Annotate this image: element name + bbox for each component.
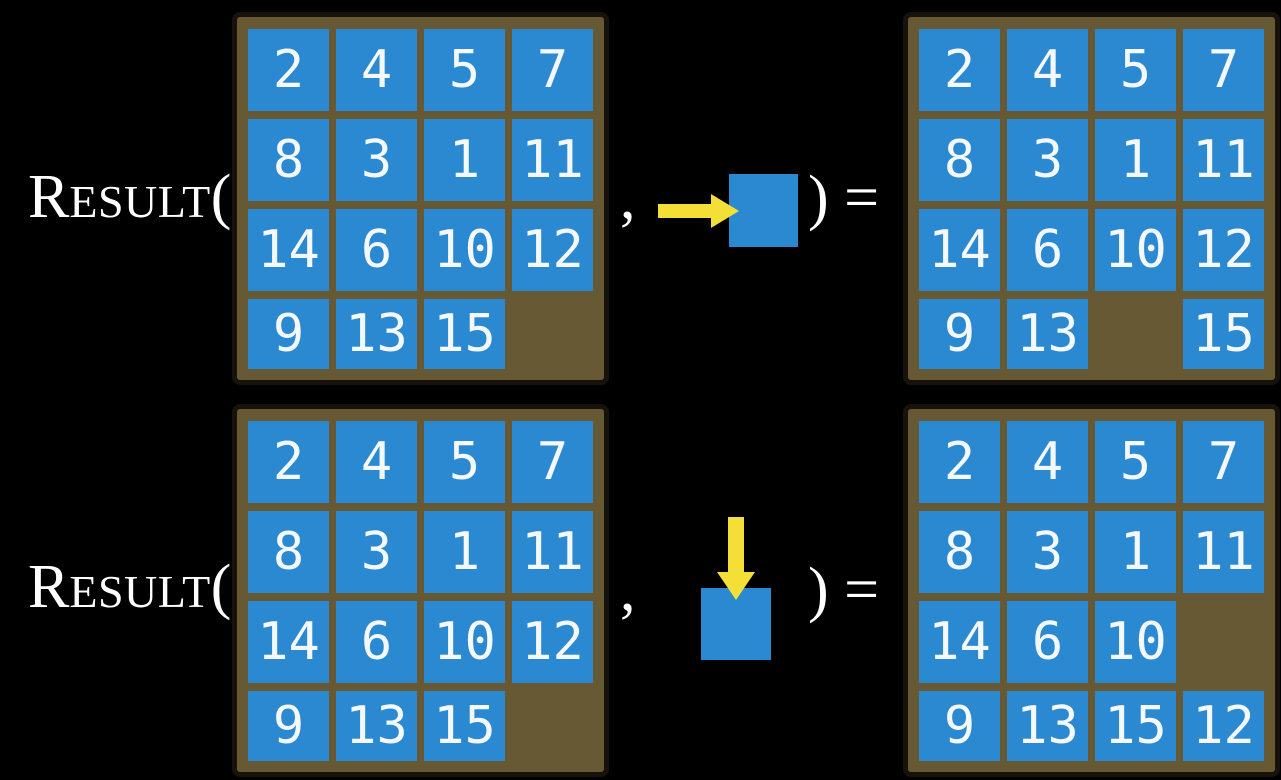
tile-6: 6: [336, 601, 417, 683]
tile-14: 14: [919, 209, 1000, 291]
tile-5: 5: [424, 29, 505, 111]
blank-cell: [1095, 299, 1176, 369]
tile-6: 6: [336, 209, 417, 291]
open-paren: (: [210, 553, 232, 621]
tile-4: 4: [1007, 29, 1088, 111]
tile-15: 15: [1095, 691, 1176, 761]
tile-12: 12: [512, 601, 593, 683]
tile-5: 5: [1095, 421, 1176, 503]
tile-8: 8: [919, 511, 1000, 593]
tile-11: 11: [512, 119, 593, 201]
comma: ,: [620, 556, 636, 624]
tile-5: 5: [424, 421, 505, 503]
tile-7: 7: [1183, 29, 1264, 111]
tile-11: 11: [1183, 119, 1264, 201]
comma: ,: [620, 164, 636, 232]
tile-12: 12: [1183, 209, 1264, 291]
tile-9: 9: [248, 691, 329, 761]
blank-tile-square: [729, 174, 798, 247]
tile-12: 12: [512, 209, 593, 291]
tile-8: 8: [248, 119, 329, 201]
tile-9: 9: [248, 299, 329, 369]
slide-down-action-icon: [701, 517, 771, 660]
tile-1: 1: [1095, 511, 1176, 593]
tile-9: 9: [919, 299, 1000, 369]
open-paren: (: [210, 163, 232, 231]
tile-1: 1: [424, 119, 505, 201]
tile-2: 2: [248, 29, 329, 111]
tile-3: 3: [336, 511, 417, 593]
blank-cell: [1183, 601, 1264, 683]
tile-5: 5: [1095, 29, 1176, 111]
blank-cell: [512, 691, 593, 761]
tile-4: 4: [1007, 421, 1088, 503]
right-arrow-icon: [658, 194, 739, 228]
result-label-initial: R: [28, 163, 70, 231]
tile-9: 9: [919, 691, 1000, 761]
tile-7: 7: [512, 421, 593, 503]
tile-14: 14: [248, 601, 329, 683]
close-paren-equals: ) =: [808, 556, 880, 624]
down-arrow-icon: [717, 517, 755, 600]
result-label-smallcaps: ESULT: [69, 566, 211, 617]
tile-3: 3: [336, 119, 417, 201]
tile-11: 11: [1183, 511, 1264, 593]
tile-15: 15: [424, 691, 505, 761]
blank-cell: [512, 299, 593, 369]
tile-10: 10: [424, 601, 505, 683]
tile-6: 6: [1007, 209, 1088, 291]
tile-1: 1: [1095, 119, 1176, 201]
tile-10: 10: [424, 209, 505, 291]
result-function-label: RESULT(: [28, 556, 231, 618]
tile-11: 11: [512, 511, 593, 593]
result-label-initial: R: [28, 553, 70, 621]
slide-right-action-icon: [658, 174, 798, 247]
tile-13: 13: [336, 299, 417, 369]
tile-7: 7: [512, 29, 593, 111]
tile-14: 14: [919, 601, 1000, 683]
result-label-smallcaps: ESULT: [69, 176, 211, 227]
tile-8: 8: [248, 511, 329, 593]
tile-13: 13: [1007, 299, 1088, 369]
tile-4: 4: [336, 421, 417, 503]
tile-8: 8: [919, 119, 1000, 201]
tile-1: 1: [424, 511, 505, 593]
tile-3: 3: [1007, 119, 1088, 201]
tile-6: 6: [1007, 601, 1088, 683]
tile-4: 4: [336, 29, 417, 111]
tile-10: 10: [1095, 601, 1176, 683]
tile-3: 3: [1007, 511, 1088, 593]
tile-14: 14: [248, 209, 329, 291]
tile-15: 15: [424, 299, 505, 369]
close-paren-equals: ) =: [808, 164, 880, 232]
tile-13: 13: [336, 691, 417, 761]
tile-13: 13: [1007, 691, 1088, 761]
result-function-label: RESULT(: [28, 166, 231, 228]
tile-10: 10: [1095, 209, 1176, 291]
tile-2: 2: [248, 421, 329, 503]
tile-7: 7: [1183, 421, 1264, 503]
tile-2: 2: [919, 29, 1000, 111]
tile-15: 15: [1183, 299, 1264, 369]
tile-2: 2: [919, 421, 1000, 503]
tile-12: 12: [1183, 691, 1264, 761]
